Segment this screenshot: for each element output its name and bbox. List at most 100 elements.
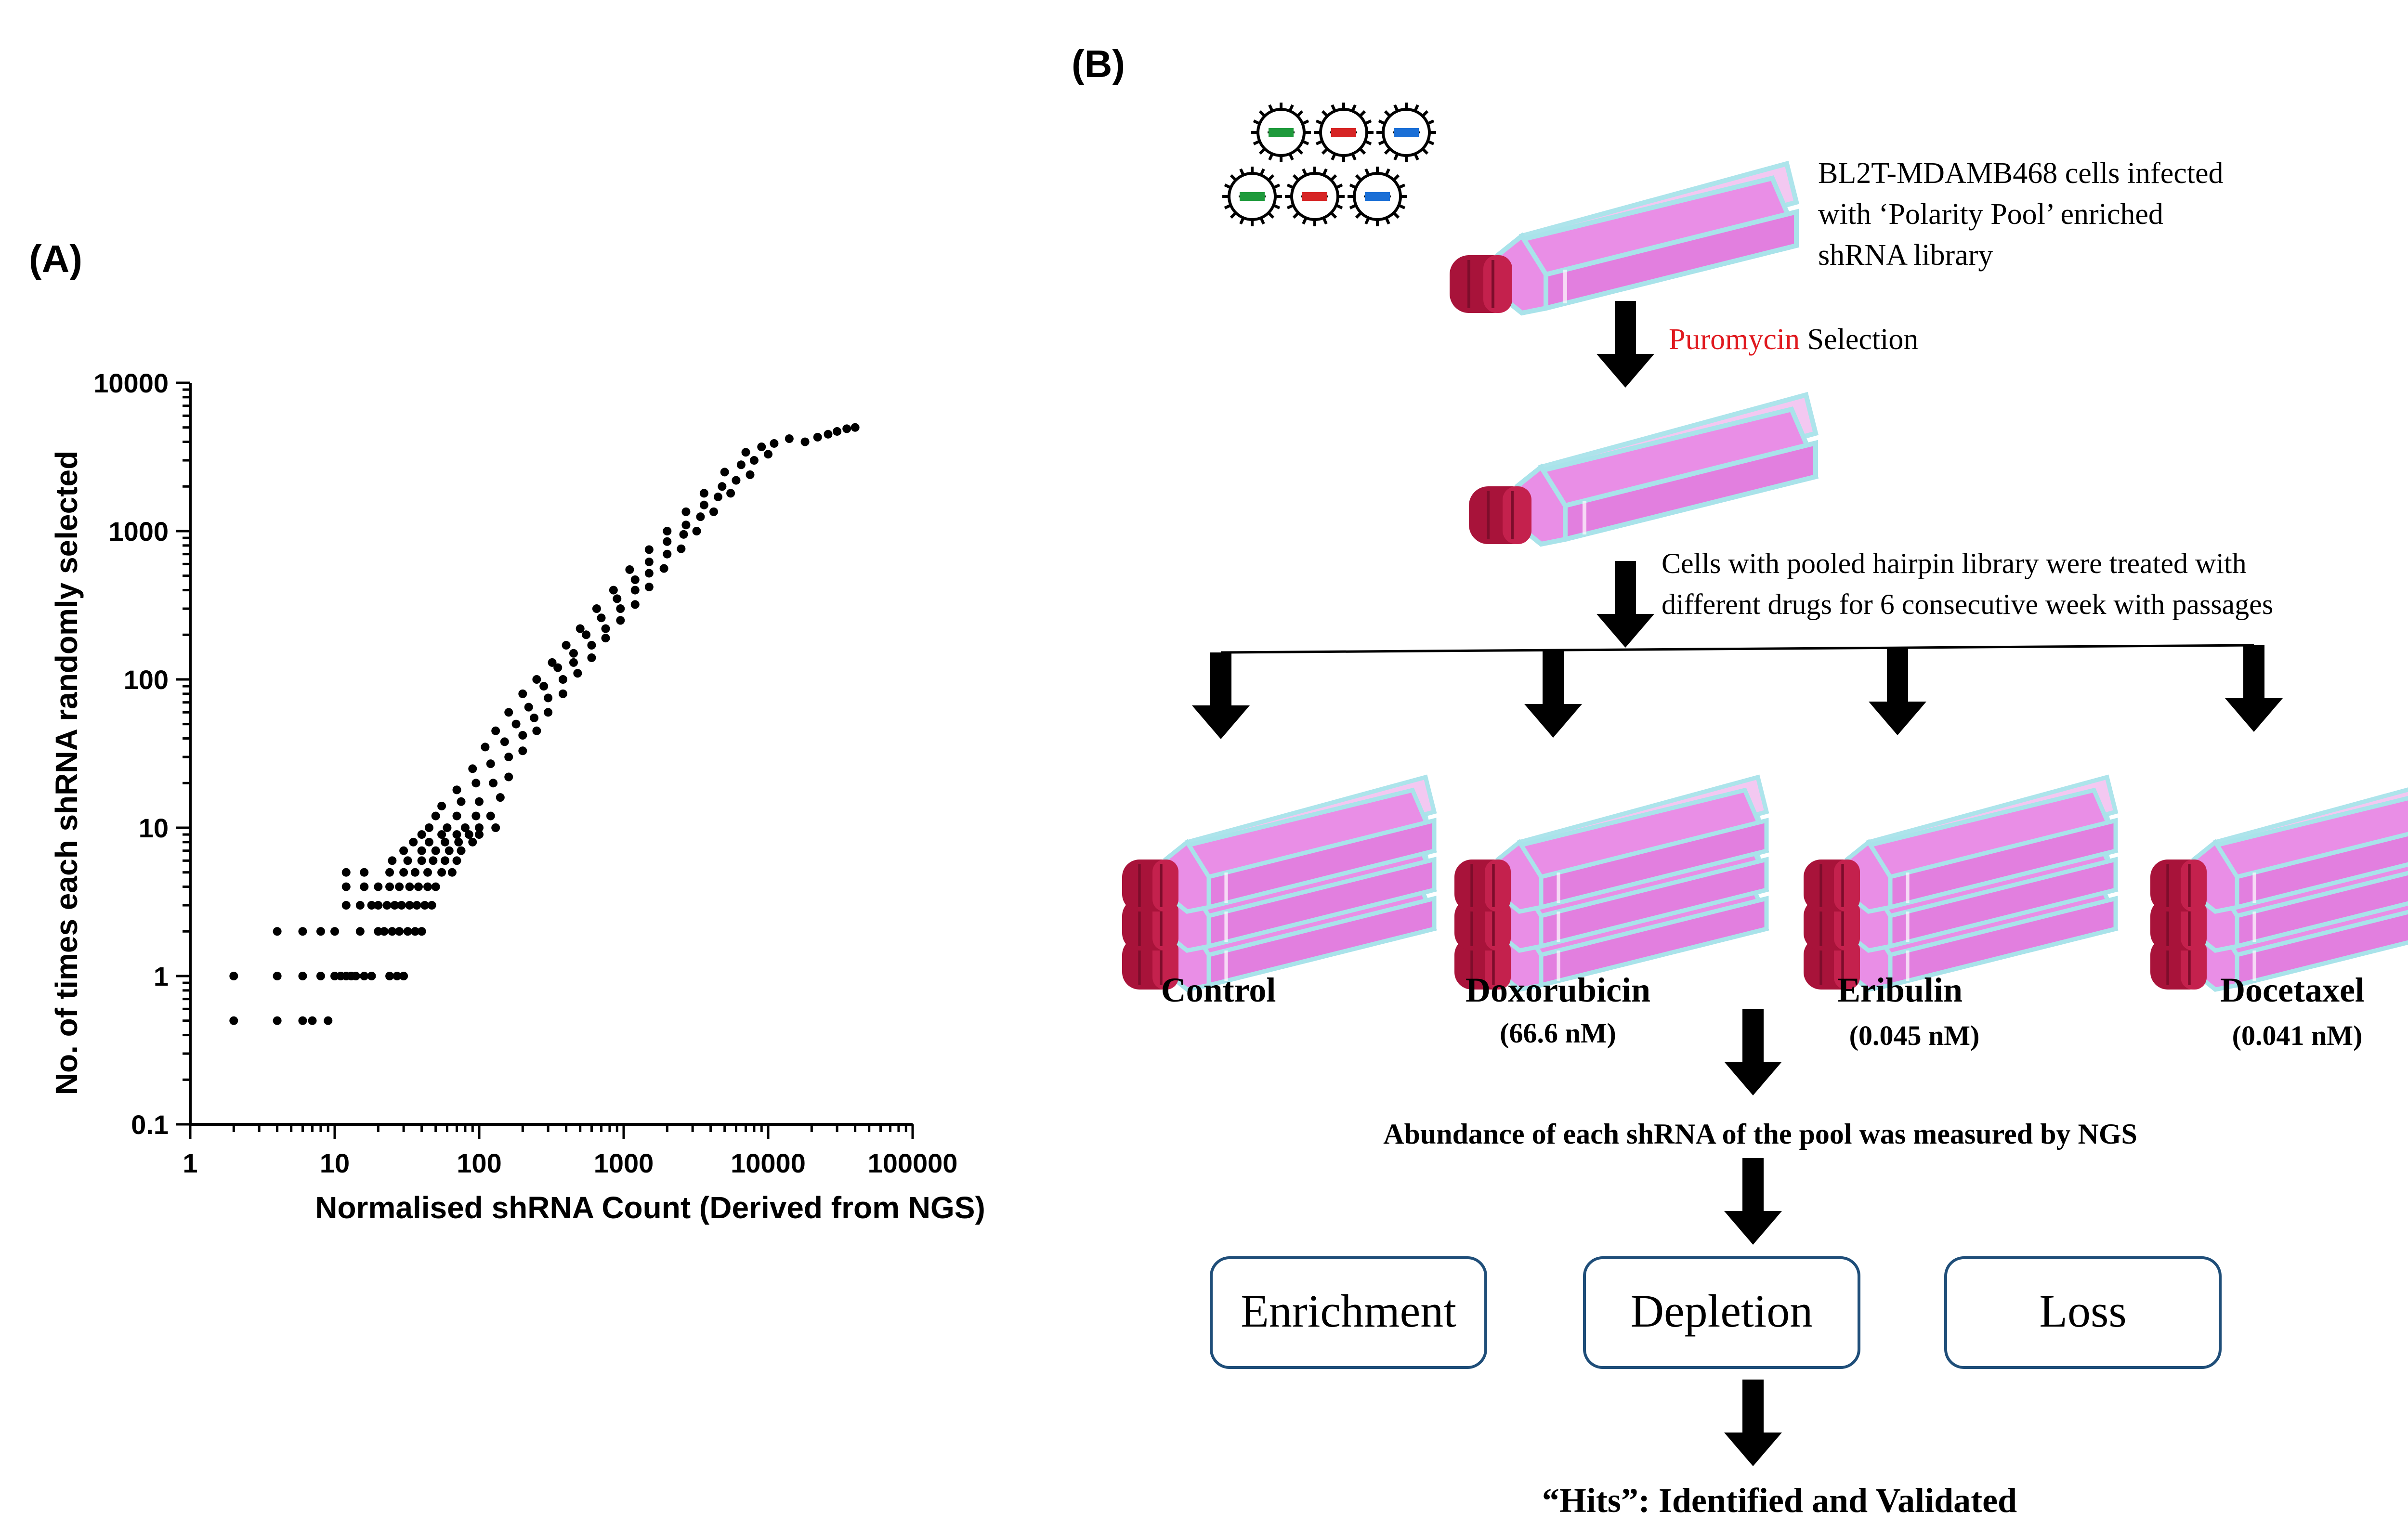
scatter-point <box>713 493 722 502</box>
chart-axes <box>176 381 914 1139</box>
x-tick-label: 1 <box>183 1148 197 1178</box>
scatter-point <box>616 616 625 625</box>
scatter-point <box>452 856 461 865</box>
x-tick-label: 10000 <box>731 1148 806 1178</box>
scatter-point <box>324 1016 333 1025</box>
scatter-point <box>298 927 307 936</box>
panel-a-label: (A) <box>29 237 82 280</box>
scatter-point <box>382 901 392 910</box>
scatter-point <box>403 927 412 936</box>
scatter-point <box>409 837 418 847</box>
scatter-point <box>417 927 426 936</box>
scatter-point <box>447 868 457 877</box>
scatter-point <box>562 641 571 650</box>
scatter-point <box>663 527 672 535</box>
scatter-point <box>452 811 461 821</box>
scatter-point <box>341 882 351 891</box>
x-axis-label: Normalised shRNA Count (Derived from NGS… <box>315 1190 985 1225</box>
selection-rest: Selection <box>1800 323 1918 356</box>
scatter-point <box>544 693 553 703</box>
scatter-point <box>308 1016 317 1025</box>
scatter-point <box>374 927 383 936</box>
flask-stack-control <box>1122 777 1434 990</box>
scatter-point <box>524 703 533 712</box>
down-arrow-icon <box>1524 651 1582 738</box>
scatter-point <box>316 972 325 980</box>
scatter-point <box>718 482 727 491</box>
scatter-point <box>681 521 691 530</box>
scatter-point <box>431 882 440 891</box>
scatter-point <box>229 1016 238 1025</box>
measure-text: Abundance of each shRNA of the pool was … <box>1383 1118 2137 1150</box>
scatter-point <box>385 882 394 891</box>
scatter-point <box>692 527 701 535</box>
treatment-line-2: different drugs for 6 consecutive week w… <box>1662 588 2273 620</box>
scatter-point <box>558 689 567 698</box>
scatter-point <box>842 424 851 433</box>
scatter-point <box>431 811 440 821</box>
scatter-point <box>412 901 421 910</box>
down-arrow-icon <box>1597 301 1654 388</box>
scatter-point <box>625 565 634 574</box>
outcome-box-depletion: Depletion <box>1583 1256 1860 1369</box>
scatter-point <box>569 649 578 658</box>
scatter-point <box>659 564 668 573</box>
outcome-label: Enrichment <box>1241 1285 1456 1337</box>
scatter-point <box>443 823 452 832</box>
scatter-point <box>341 901 351 910</box>
scatter-point <box>741 448 750 457</box>
scatter-point <box>452 785 461 795</box>
scatter-point <box>663 537 672 546</box>
scatter-point <box>475 830 484 839</box>
scatter-point <box>355 901 365 910</box>
scatter-point <box>355 927 365 936</box>
condition-name: Eribulin <box>1837 971 1963 1009</box>
scatter-point <box>539 682 549 691</box>
scatter-point <box>518 731 527 740</box>
infection-text: BL2T-MDAMB468 cells infected with ‘Polar… <box>1818 157 2231 272</box>
scatter-point <box>388 856 397 865</box>
scatter-point <box>441 856 450 865</box>
scatter-point <box>405 901 414 910</box>
flask-stack-doxorubicin <box>1454 777 1767 990</box>
down-arrow-icon <box>1869 649 1926 735</box>
scatter-point <box>403 856 412 865</box>
scatter-point <box>576 624 585 633</box>
scatter-point <box>833 427 842 436</box>
scatter-point <box>397 901 406 910</box>
panel-b: (B) BL2T-MDAMB468 cells infected with ‘P… <box>1072 42 2408 1520</box>
flask-icon-selected <box>1469 395 1816 544</box>
scatter-point <box>732 476 741 485</box>
scatter-point <box>423 882 432 891</box>
scatter-point <box>532 726 541 735</box>
scatter-point <box>471 779 481 788</box>
infection-line-1: BL2T-MDAMB468 cells infected <box>1818 157 2223 190</box>
flask-stack-docetaxel <box>2150 777 2408 990</box>
scatter-point <box>677 544 686 553</box>
y-tick-label: 0.1 <box>131 1109 169 1140</box>
virus-icon <box>1376 103 1436 162</box>
down-arrow-icon <box>1724 1009 1782 1095</box>
scatter-point <box>569 658 578 667</box>
scatter-point <box>749 456 759 465</box>
scatter-point <box>405 882 414 891</box>
scatter-point <box>385 868 394 877</box>
y-tick-label: 100 <box>124 664 169 695</box>
scatter-point <box>601 634 610 643</box>
scatter-point <box>385 972 394 980</box>
treatment-line-1: Cells with pooled hairpin library were t… <box>1662 547 2247 579</box>
condition-name: Docetaxel <box>2220 971 2365 1009</box>
scatter-point <box>427 901 436 910</box>
scatter-point <box>548 658 557 667</box>
scatter-point <box>609 586 618 595</box>
scatter-point <box>553 663 563 672</box>
scatter-point <box>757 442 766 451</box>
scatter-point <box>630 600 640 609</box>
scatter-point <box>475 797 484 806</box>
scatter-point <box>437 868 446 877</box>
scatter-point <box>341 868 351 877</box>
